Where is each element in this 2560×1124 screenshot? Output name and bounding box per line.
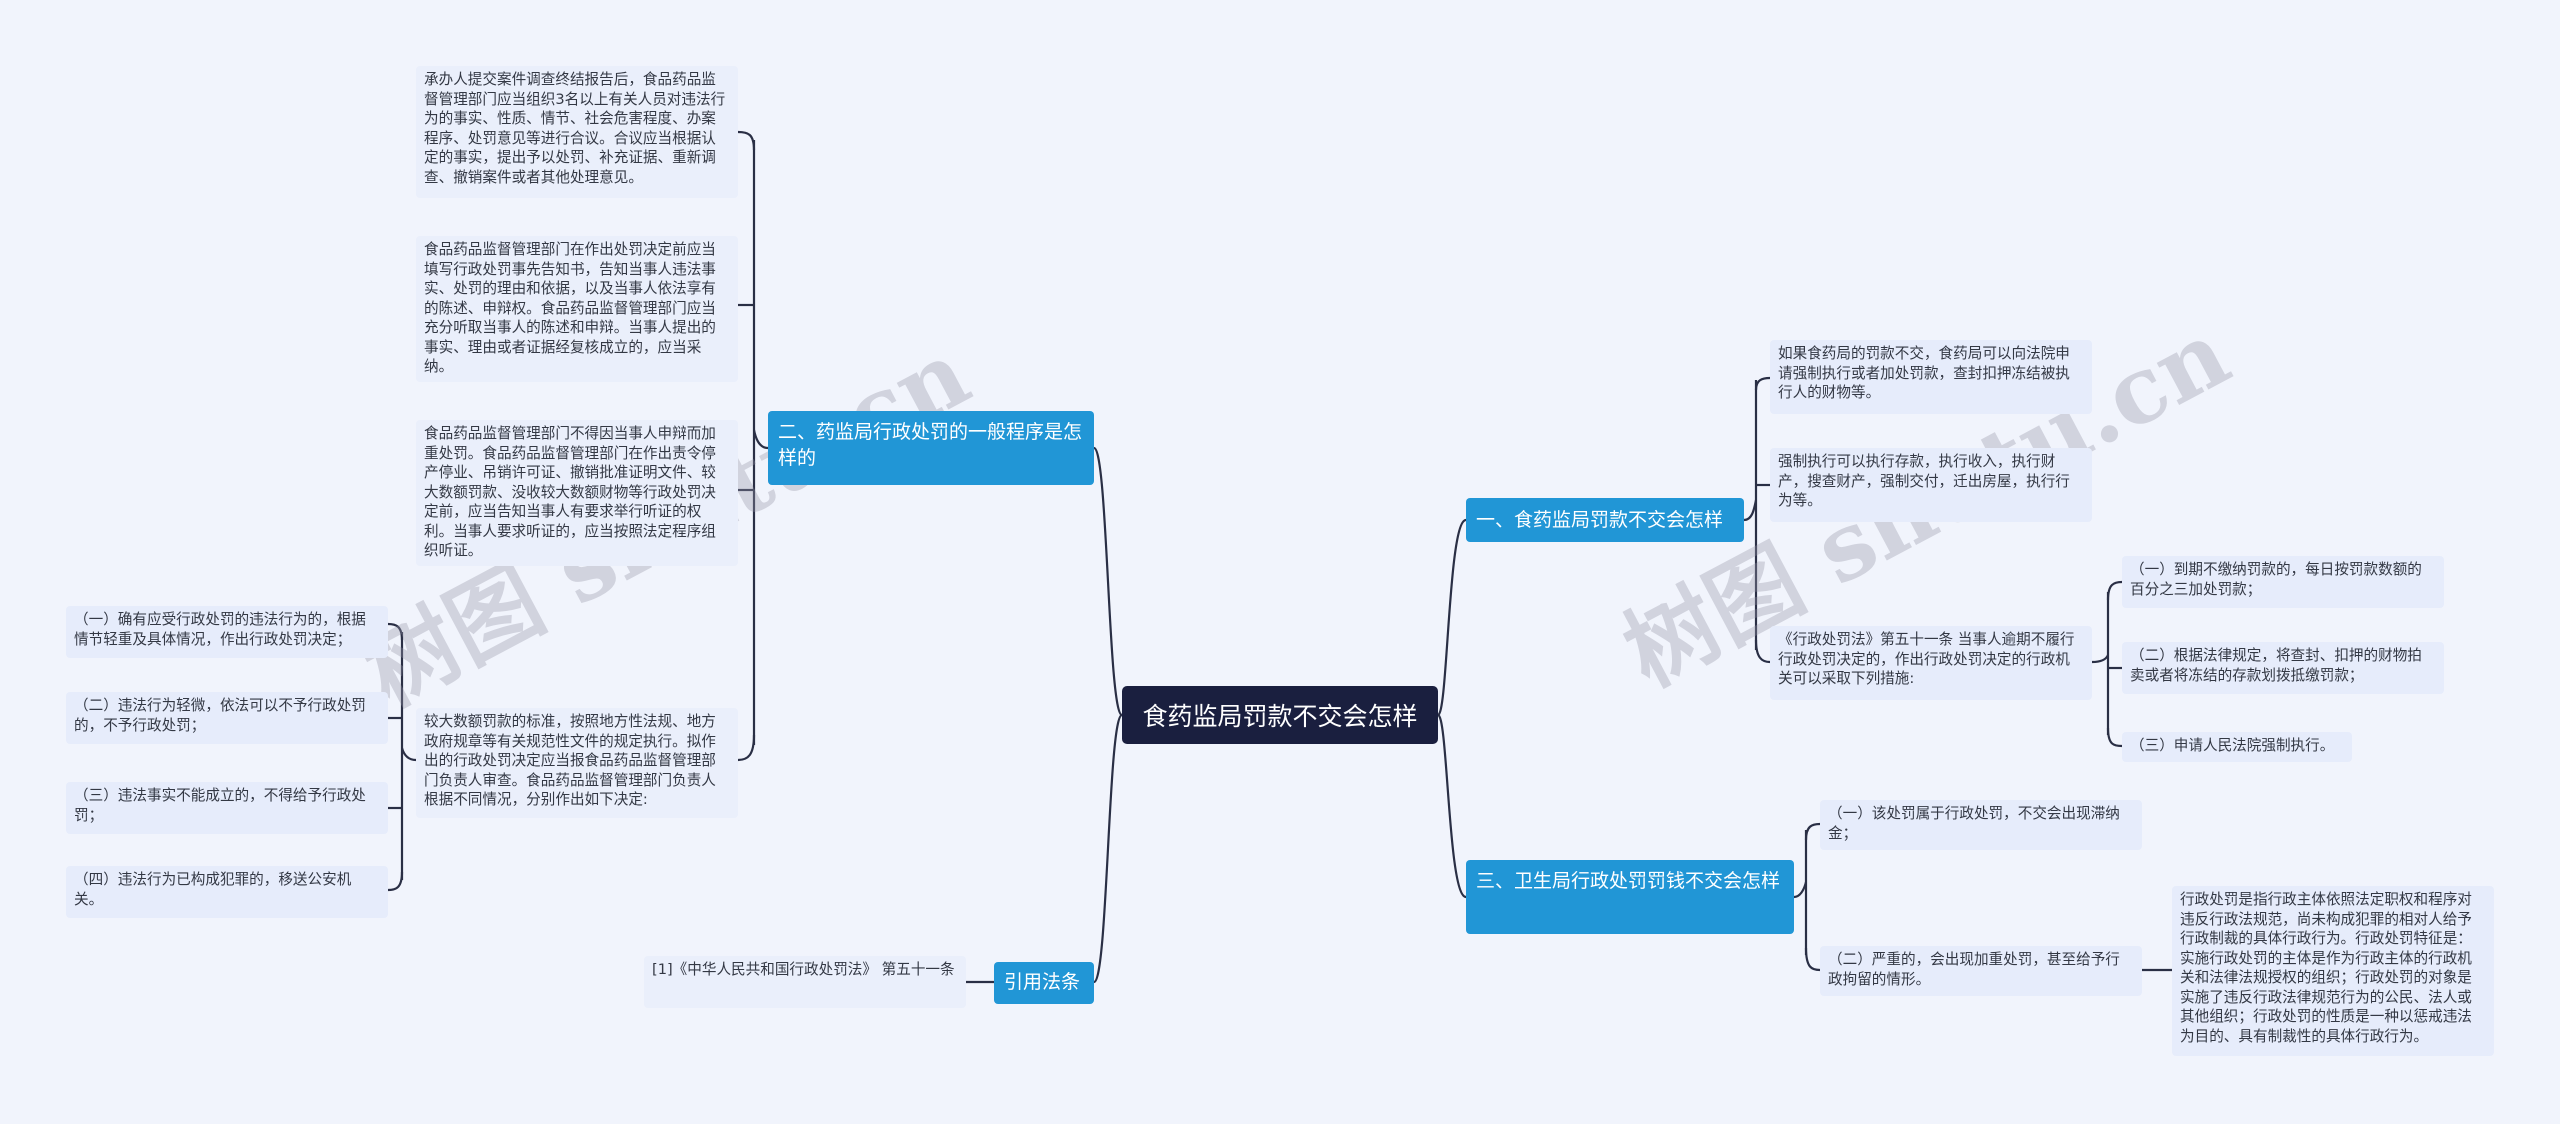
b1-child-2-text: 强制执行可以执行存款，执行收入，执行财产，搜查财产，强制交付，迁出房屋，执行行为… [1778, 453, 2070, 509]
b2-child-4[interactable]: 较大数额罚款的标准，按照地方性法规、地方政府规章等有关规范性文件的规定执行。拟作… [416, 708, 738, 818]
b1-c3-item-1-text: （一）到期不缴纳罚款的，每日按罚款数额的百分之三加处罚款； [2130, 561, 2422, 598]
b3-child-2[interactable]: （二）严重的，会出现加重处罚，甚至给予行政拘留的情形。 [1820, 946, 2142, 996]
b2-c4-item-2-text: （二）违法行为轻微，依法可以不予行政处罚的，不予行政处罚； [74, 697, 366, 734]
b2-child-3-text: 食品药品监督管理部门不得因当事人申辩而加重处罚。食品药品监督管理部门在作出责令停… [424, 425, 716, 559]
b3-child-1[interactable]: （一）该处罚属于行政处罚，不交会出现滞纳金； [1820, 800, 2142, 850]
b4-child-1-text: [1]《中华人民共和国行政处罚法》 第五十一条 [652, 961, 955, 978]
branch-3[interactable]: 三、卫生局行政处罚罚钱不交会怎样 [1466, 860, 1794, 934]
b3-c2-detail[interactable]: 行政处罚是指行政主体依照法定职权和程序对违反行政法规范，尚未构成犯罪的相对人给予… [2172, 886, 2494, 1056]
b2-c4-item-1[interactable]: （一）确有应受行政处罚的违法行为的，根据情节轻重及具体情况，作出行政处罚决定； [66, 606, 388, 658]
b1-c3-item-3-text: （三）申请人民法院强制执行。 [2130, 737, 2335, 754]
b2-c4-item-4[interactable]: （四）违法行为已构成犯罪的，移送公安机关。 [66, 866, 388, 918]
b4-child-1[interactable]: [1]《中华人民共和国行政处罚法》 第五十一条 [644, 956, 966, 1008]
b2-c4-item-1-text: （一）确有应受行政处罚的违法行为的，根据情节轻重及具体情况，作出行政处罚决定； [74, 611, 366, 648]
b1-c3-item-1[interactable]: （一）到期不缴纳罚款的，每日按罚款数额的百分之三加处罚款； [2122, 556, 2444, 608]
b2-child-2-text: 食品药品监督管理部门在作出处罚决定前应当填写行政处罚事先告知书，告知当事人违法事… [424, 241, 716, 375]
b1-child-1-text: 如果食药局的罚款不交，食药局可以向法院申请强制执行或者加处罚款，查封扣押冻结被执… [1778, 345, 2070, 401]
b1-child-2[interactable]: 强制执行可以执行存款，执行收入，执行财产，搜查财产，强制交付，迁出房屋，执行行为… [1770, 448, 2092, 522]
b2-child-1-text: 承办人提交案件调查终结报告后，食品药品监督管理部门应当组织3名以上有关人员对违法… [424, 71, 726, 186]
branch-3-label: 三、卫生局行政处罚罚钱不交会怎样 [1476, 870, 1781, 892]
b1-child-1[interactable]: 如果食药局的罚款不交，食药局可以向法院申请强制执行或者加处罚款，查封扣押冻结被执… [1770, 340, 2092, 414]
b2-child-3[interactable]: 食品药品监督管理部门不得因当事人申辩而加重处罚。食品药品监督管理部门在作出责令停… [416, 420, 738, 566]
b1-c3-item-3[interactable]: （三）申请人民法院强制执行。 [2122, 732, 2352, 762]
root-topic[interactable]: 食药监局罚款不交会怎样 [1122, 686, 1438, 744]
branch-4[interactable]: 引用法条 [994, 962, 1094, 1004]
branch-4-label: 引用法条 [1004, 971, 1081, 993]
b1-child-3-text: 《行政处罚法》第五十一条 当事人逾期不履行行政处罚决定的，作出行政处罚决定的行政… [1778, 631, 2075, 687]
b1-c3-item-2-text: （二）根据法律规定，将查封、扣押的财物拍卖或者将冻结的存款划拨抵缴罚款； [2130, 647, 2422, 684]
b2-child-4-text: 较大数额罚款的标准，按照地方性法规、地方政府规章等有关规范性文件的规定执行。拟作… [424, 713, 716, 808]
branch-2[interactable]: 二、药监局行政处罚的一般程序是怎样的 [768, 411, 1094, 485]
branch-2-label: 二、药监局行政处罚的一般程序是怎样的 [778, 421, 1083, 469]
b2-c4-item-4-text: （四）违法行为已构成犯罪的，移送公安机关。 [74, 871, 352, 908]
branch-1-label: 一、食药监局罚款不交会怎样 [1476, 509, 1724, 531]
b2-c4-item-3-text: （三）违法事实不能成立的，不得给予行政处罚； [74, 787, 366, 824]
b3-child-1-text: （一）该处罚属于行政处罚，不交会出现滞纳金； [1828, 805, 2120, 842]
branch-1[interactable]: 一、食药监局罚款不交会怎样 [1466, 498, 1744, 542]
b1-child-3[interactable]: 《行政处罚法》第五十一条 当事人逾期不履行行政处罚决定的，作出行政处罚决定的行政… [1770, 626, 2092, 700]
b2-child-2[interactable]: 食品药品监督管理部门在作出处罚决定前应当填写行政处罚事先告知书，告知当事人违法事… [416, 236, 738, 382]
b3-c2-detail-text: 行政处罚是指行政主体依照法定职权和程序对违反行政法规范，尚未构成犯罪的相对人给予… [2180, 891, 2472, 1045]
b2-c4-item-2[interactable]: （二）违法行为轻微，依法可以不予行政处罚的，不予行政处罚； [66, 692, 388, 744]
b3-child-2-text: （二）严重的，会出现加重处罚，甚至给予行政拘留的情形。 [1828, 951, 2120, 988]
b2-child-1[interactable]: 承办人提交案件调查终结报告后，食品药品监督管理部门应当组织3名以上有关人员对违法… [416, 66, 738, 198]
root-topic-label: 食药监局罚款不交会怎样 [1142, 702, 1418, 731]
b2-c4-item-3[interactable]: （三）违法事实不能成立的，不得给予行政处罚； [66, 782, 388, 834]
b1-c3-item-2[interactable]: （二）根据法律规定，将查封、扣押的财物拍卖或者将冻结的存款划拨抵缴罚款； [2122, 642, 2444, 694]
